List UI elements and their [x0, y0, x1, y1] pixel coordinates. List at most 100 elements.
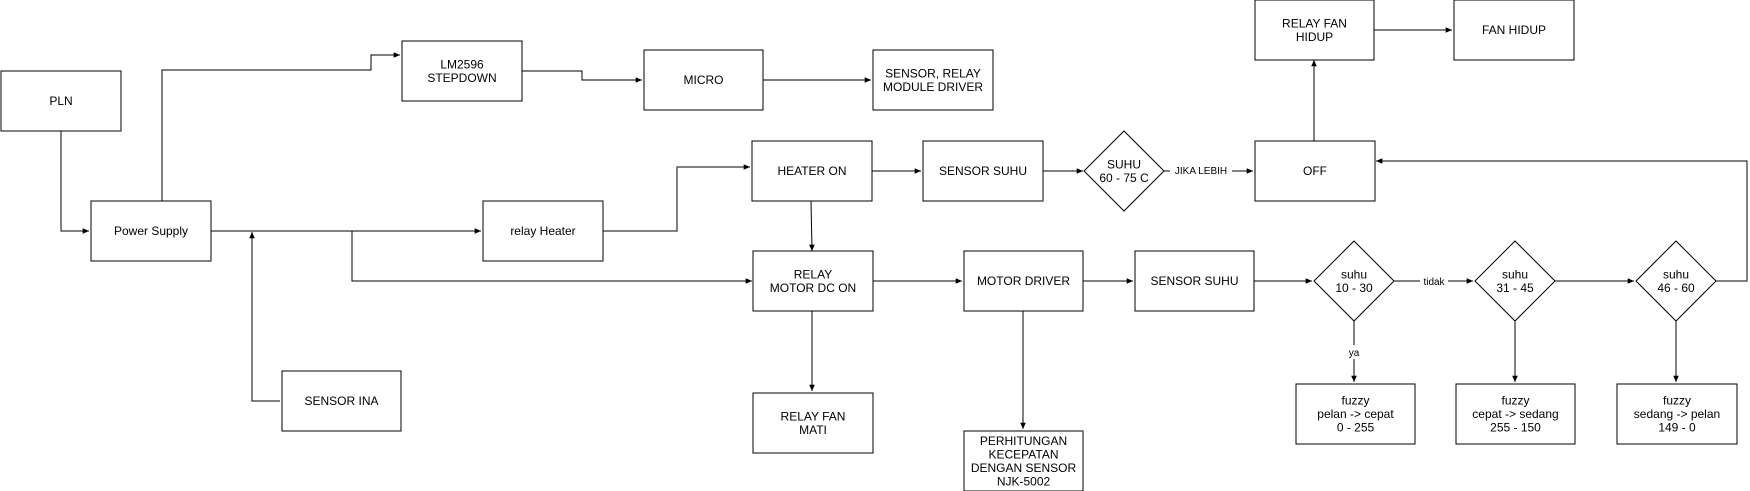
node-label-line: suhu — [1502, 267, 1528, 281]
edge-power-supply-to-lm2596 — [161, 52, 400, 201]
node-label-line: MICRO — [684, 73, 724, 87]
node-label-line: PERHITUNGAN — [980, 434, 1067, 448]
node-label-line: DENGAN SENSOR — [971, 461, 1077, 475]
node-label-line: 31 - 45 — [1496, 281, 1534, 295]
node-motor-driver: MOTOR DRIVER — [963, 250, 1084, 312]
node-label-line: suhu — [1663, 267, 1689, 281]
node-label-line: pelan -> cepat — [1317, 407, 1394, 421]
node-label-line: sedang -> pelan — [1634, 407, 1720, 421]
node-label-line: 60 - 75 C — [1099, 171, 1149, 185]
edge-relay-heater-to-heater-on — [602, 164, 750, 232]
edge-pln-to-power-supply — [60, 131, 89, 234]
node-label: relay Heater — [510, 224, 575, 238]
node-label-line: RELAY FAN — [1282, 16, 1347, 30]
node-label-line: FAN HIDUP — [1482, 23, 1546, 37]
node-label-line: fuzzy — [1501, 394, 1529, 408]
node-heater-on: HEATER ON — [751, 140, 873, 202]
node-label-line: RELAY FAN — [781, 409, 846, 423]
edge-label-ya: ya — [1349, 348, 1360, 359]
node-label-line: cepat -> sedang — [1472, 407, 1558, 421]
node-label-line: suhu — [1341, 267, 1367, 281]
node-label-line: MOTOR DRIVER — [977, 274, 1070, 288]
node-sensor-ina: SENSOR INA — [281, 370, 402, 432]
node-label: FAN HIDUP — [1482, 23, 1546, 37]
node-label-line: MATI — [799, 423, 827, 437]
node-sensor-suhu-2: SENSOR SUHU — [1134, 250, 1255, 312]
node-label-line: Power Supply — [114, 224, 188, 238]
node-label-line: PLN — [49, 94, 72, 108]
node-label-line: LM2596 — [440, 57, 484, 71]
edge-label-tidak: tidak — [1423, 277, 1445, 288]
node-power-supply: Power Supply — [90, 200, 212, 262]
edge-label-jika-lebih: JIKA LEBIH — [1175, 166, 1227, 177]
node-micro: MICRO — [643, 49, 764, 111]
node-label: SENSOR SUHU — [1150, 274, 1238, 288]
node-label-line: STEPDOWN — [427, 71, 496, 85]
node-label-line: SENSOR SUHU — [1150, 274, 1238, 288]
node-pln: PLN — [0, 70, 122, 132]
edge-lm2596-to-micro — [522, 70, 642, 83]
node-label-line: fuzzy — [1663, 394, 1691, 408]
node-label: MOTOR DRIVER — [977, 274, 1070, 288]
node-label-line: 0 - 255 — [1337, 421, 1375, 435]
node-label-line: NJK-5002 — [997, 474, 1051, 488]
node-label: SENSOR SUHU — [939, 164, 1027, 178]
node-label-line: RELAY — [794, 267, 832, 281]
node-label-line: SUHU — [1107, 157, 1141, 171]
node-label-line: 149 - 0 — [1658, 421, 1696, 435]
edge-labels: JIKA LEBIH tidak ya — [1170, 163, 1448, 359]
node-label-line: HIDUP — [1296, 30, 1333, 44]
node-label-line: fuzzy — [1341, 394, 1369, 408]
node-label-line: relay Heater — [510, 224, 575, 238]
node-fan-hidup: FAN HIDUP — [1453, 0, 1575, 61]
edge-suhu-46-60-to-off — [1376, 158, 1748, 282]
node-label-line: SENSOR SUHU — [939, 164, 1027, 178]
node-label-line: 10 - 30 — [1335, 281, 1373, 295]
edge-sensor-ina-to-power-supply — [249, 232, 280, 402]
node-label-line: SENSOR, RELAY — [885, 66, 981, 80]
node-label-line: SENSOR INA — [304, 394, 378, 408]
node-off: OFF — [1254, 140, 1376, 202]
node-label: PLN — [49, 94, 72, 108]
edge-power-supply-to-relay-motor — [351, 231, 752, 284]
edges — [60, 27, 1748, 429]
node-label-line: 46 - 60 — [1657, 281, 1695, 295]
node-label-line: MOTOR DC ON — [770, 281, 856, 295]
node-label: SENSOR INA — [304, 394, 378, 408]
node-label-line: MODULE DRIVER — [883, 80, 983, 94]
node-label: OFF — [1303, 164, 1327, 178]
node-label-line: 255 - 150 — [1490, 421, 1541, 435]
node-label: Power Supply — [114, 224, 188, 238]
node-sensor-suhu-1: SENSOR SUHU — [922, 140, 1044, 202]
node-label-line: KECEPATAN — [988, 447, 1058, 461]
node-label: MICRO — [684, 73, 724, 87]
node-label: HEATER ON — [777, 164, 846, 178]
